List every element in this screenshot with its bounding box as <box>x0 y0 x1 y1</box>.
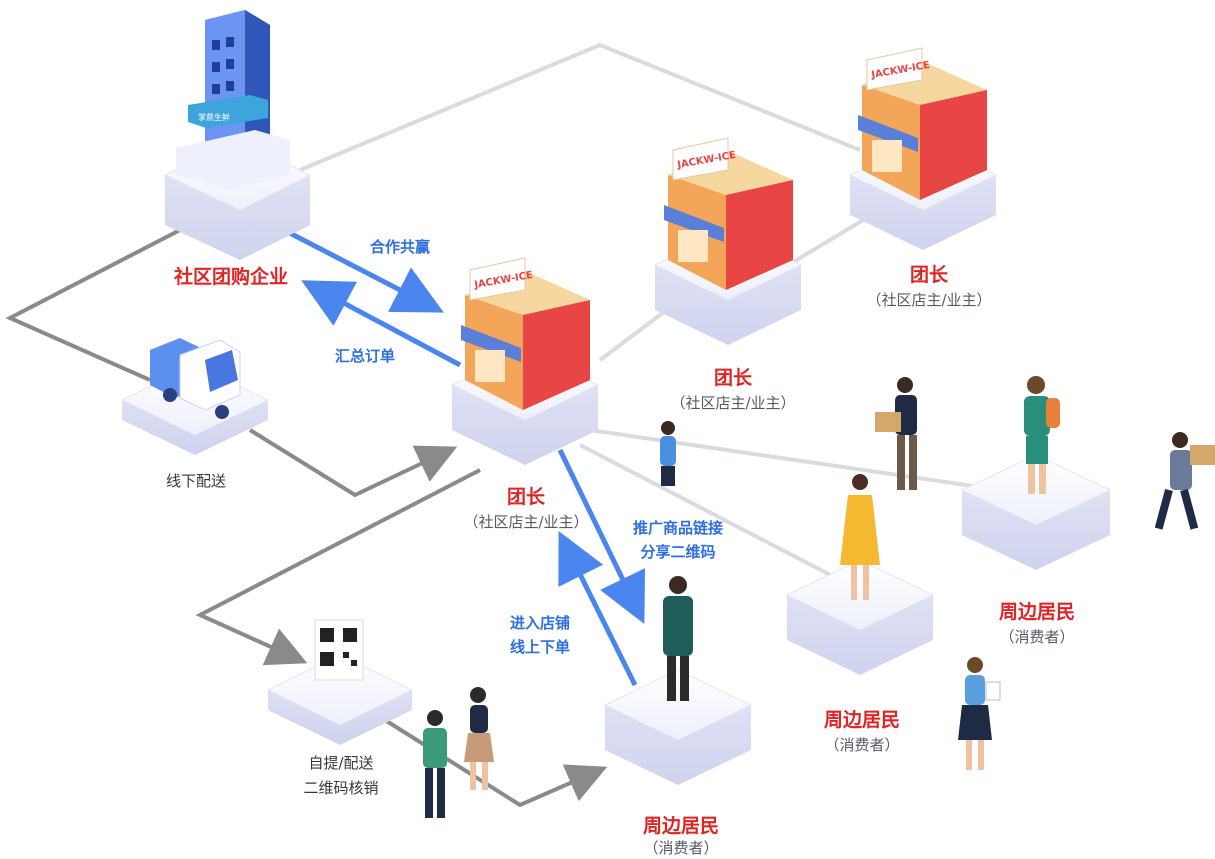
leader-title-2: 团长 <box>713 367 753 389</box>
shop-icon: JACKW-ICE <box>664 137 793 290</box>
resident-title-2: 周边居民 <box>823 709 901 731</box>
flow-label-pickup-2: 二维码核销 <box>303 779 379 797</box>
arrow-promote <box>557 448 646 624</box>
person-reading-woman-icon <box>958 657 1001 770</box>
person-resident-woman-icon <box>840 474 880 600</box>
qr-code-icon <box>314 619 364 681</box>
platform-pickup <box>266 654 414 745</box>
resident-title-1: 周边居民 <box>642 815 720 837</box>
flow-label-enter-shop-1: 进入店铺 <box>509 614 571 632</box>
resident-title-3: 周边居民 <box>998 601 1076 623</box>
resident-sub-1: （消费者） <box>643 839 719 857</box>
platform-resident-3 <box>960 454 1112 570</box>
person-resident-man-icon <box>663 576 693 701</box>
person-pickup-man-icon <box>423 710 447 818</box>
enterprise-sign: 掌鼎生鲜 <box>198 112 230 122</box>
person-pickup-woman-icon <box>464 687 494 790</box>
person-backpack-icon <box>1024 376 1060 494</box>
delivery-paths <box>5 228 608 808</box>
flow-label-promote-1: 推广商品链接 <box>632 519 724 537</box>
connector-lines <box>299 42 1001 582</box>
person-courier-box-icon <box>875 377 917 490</box>
platform-resident-2 <box>785 559 935 675</box>
flow-label-cooperate: 合作共赢 <box>369 238 431 256</box>
leader-sub-1: （社区店主/业主） <box>463 513 589 531</box>
person-walking-box-icon <box>1154 432 1215 530</box>
flow-label-pickup-1: 自提/配送 <box>308 754 374 772</box>
path-truck-to-leader <box>248 428 458 498</box>
arrow-summarize-orders <box>301 280 462 368</box>
arrow-cooperate <box>278 225 444 313</box>
resident-sub-3: （消费者） <box>999 628 1075 646</box>
platform-resident-1 <box>603 669 753 785</box>
path-pickup-to-resident <box>383 718 608 808</box>
flow-label-enter-shop-2: 线上下单 <box>509 638 571 656</box>
flow-label-offline-delivery: 线下配送 <box>165 472 227 490</box>
shop-icon: JACKW-ICE <box>461 257 590 410</box>
resident-sub-2: （消费者） <box>824 736 900 754</box>
flow-label-summarize-orders: 汇总订单 <box>334 347 396 365</box>
leader-title-1: 团长 <box>506 486 546 508</box>
path-leader-to-pickup <box>195 468 481 666</box>
order-flows <box>278 225 646 687</box>
enterprise-building-icon: 掌鼎生鲜 <box>176 10 290 190</box>
leader-title-3: 团长 <box>909 264 949 286</box>
person-leader-woman-icon <box>660 421 676 486</box>
leader-sub-2: （社区店主/业主） <box>670 394 796 412</box>
leader-sub-3: （社区店主/业主） <box>866 291 992 309</box>
line-leader1-resident2 <box>579 443 841 582</box>
shop-icon: JACKW-ICE <box>858 47 987 200</box>
line-enterprise-leader3 <box>299 42 861 172</box>
line-leader1-resident3 <box>589 428 1001 492</box>
flow-label-promote-2: 分享二维码 <box>640 543 716 561</box>
path-enterprise-to-truck <box>5 228 181 382</box>
arrow-enter-shop <box>558 531 638 687</box>
delivery-truck-icon <box>150 338 241 419</box>
enterprise-title: 社区团购企业 <box>173 266 289 288</box>
